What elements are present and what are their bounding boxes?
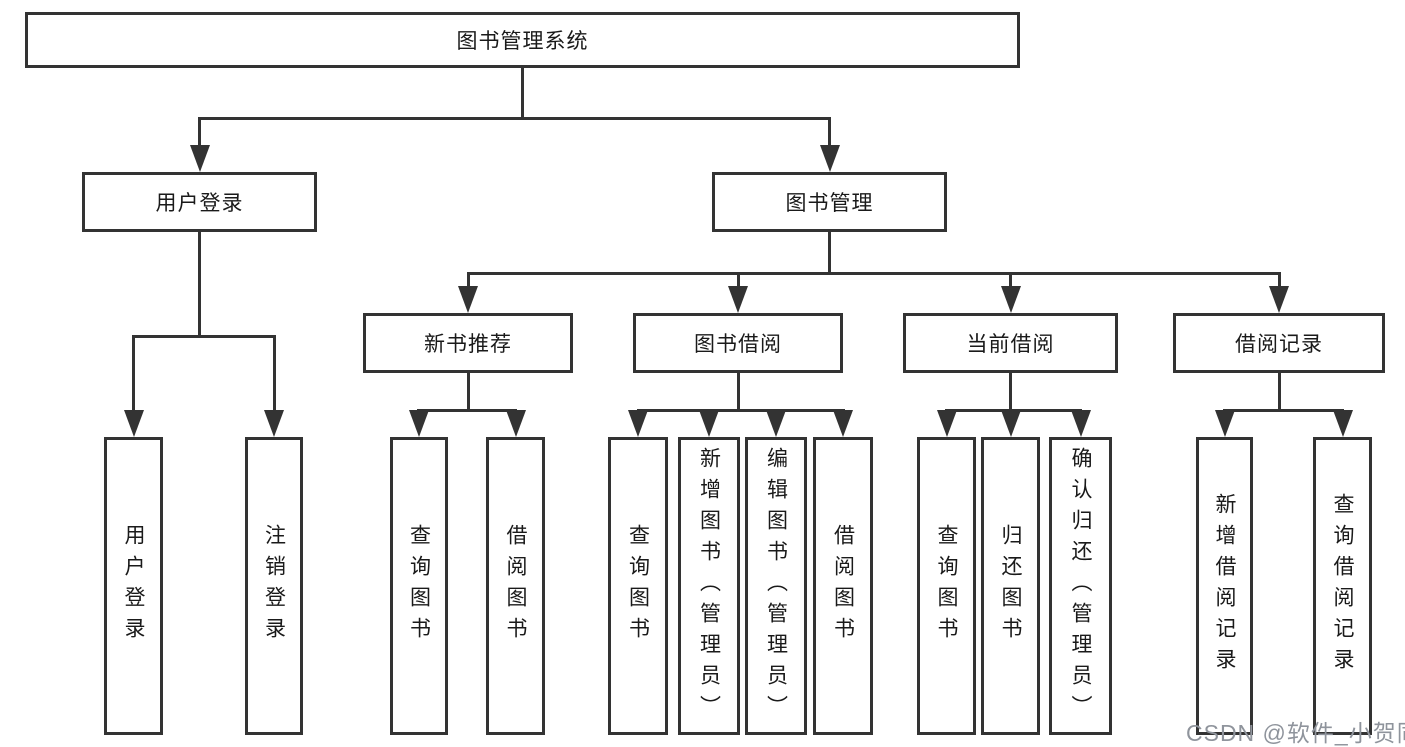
connector-module-drop — [466, 272, 470, 290]
node-system-root-label: 图书管理系统 — [456, 30, 589, 53]
arrow-down-icon — [264, 410, 284, 437]
leaf-edit-book-admin: 编辑图书（管理员） — [745, 437, 807, 735]
node-new-book-recommend: 新书推荐 — [363, 313, 573, 373]
connector-level3-hbar — [466, 272, 1281, 275]
connector-leafbar — [1223, 409, 1344, 412]
leaf-query-books-recommend-label: 查询图书 — [407, 524, 431, 648]
node-new-book-recommend-label: 新书推荐 — [424, 333, 512, 356]
arrow-down-icon — [1332, 410, 1353, 437]
leaf-return-book: 归还图书 — [981, 437, 1040, 735]
arrow-down-icon — [123, 410, 144, 437]
leaf-borrow-books-recommend: 借阅图书 — [486, 437, 545, 735]
connector-module-drop — [1009, 272, 1012, 290]
arrow-down-icon — [766, 410, 786, 437]
connector-module-drop — [1277, 272, 1281, 290]
connector-module-drop — [736, 272, 740, 290]
arrow-down-icon — [505, 410, 526, 437]
node-user-login: 用户登录 — [82, 172, 317, 232]
arrow-down-icon — [628, 410, 648, 437]
leaf-query-books-borrowing-label: 查询图书 — [626, 524, 650, 648]
arrow-down-icon — [936, 410, 957, 437]
arrow-down-icon — [409, 410, 429, 437]
leaf-user-login: 用户登录 — [104, 437, 163, 735]
leaf-logout: 注销登录 — [245, 437, 303, 735]
arrow-down-icon — [1070, 410, 1091, 437]
arrow-down-icon — [819, 145, 840, 172]
connector-module-stem — [466, 371, 470, 412]
leaf-query-books-current: 查询图书 — [917, 437, 976, 735]
connector-module-stem — [1009, 371, 1012, 412]
node-user-login-label: 用户登录 — [155, 192, 244, 215]
leaf-logout-label: 注销登录 — [262, 524, 286, 648]
arrow-down-icon — [1214, 410, 1235, 437]
connector-bookmgmt-stem — [828, 230, 831, 274]
connector-module-stem — [1277, 371, 1281, 412]
connector-module-stem — [736, 371, 740, 412]
connector-leafbar — [636, 409, 845, 412]
arrow-down-icon — [458, 286, 478, 313]
connector-root-stem — [521, 66, 524, 120]
leaf-query-borrow-record-label: 查询借阅记录 — [1331, 493, 1354, 679]
connector-leafbar — [417, 409, 517, 412]
connector-userlogin-drop — [198, 117, 201, 148]
arrow-down-icon — [728, 286, 748, 313]
node-borrowing-records: 借阅记录 — [1173, 313, 1385, 373]
connector-userlogin-stem — [198, 230, 201, 337]
node-book-management-label: 图书管理 — [785, 192, 874, 215]
leaf-borrow-books-borrowing-label: 借阅图书 — [831, 524, 855, 648]
leaf-borrow-books-borrowing: 借阅图书 — [813, 437, 873, 735]
leaf-borrow-books-recommend-label: 借阅图书 — [504, 524, 527, 648]
arrow-down-icon — [1000, 286, 1021, 313]
node-borrowing-records-label: 借阅记录 — [1235, 333, 1323, 356]
node-book-borrowing-label: 图书借阅 — [694, 333, 782, 356]
leaf-edit-book-admin-label: 编辑图书（管理员） — [764, 446, 788, 726]
connector-bookmgmt-drop — [828, 117, 831, 148]
leaf-add-borrow-record-label: 新增借阅记录 — [1213, 493, 1236, 679]
leaf-confirm-return-admin-label: 确认归还（管理员） — [1069, 446, 1092, 726]
leaf-add-book-admin: 新增图书（管理员） — [678, 437, 740, 735]
leaf-add-borrow-record: 新增借阅记录 — [1196, 437, 1253, 735]
node-book-management: 图书管理 — [712, 172, 947, 232]
arrow-down-icon — [833, 410, 853, 437]
connector-leaf-drop — [272, 335, 276, 413]
connector-leaf-drop — [132, 335, 135, 413]
leaf-user-login-label: 用户登录 — [122, 524, 145, 648]
arrow-down-icon — [1269, 286, 1289, 313]
connector-userlogin-hbar — [132, 335, 275, 338]
node-current-borrowing: 当前借阅 — [903, 313, 1118, 373]
node-book-borrowing: 图书借阅 — [633, 313, 843, 373]
leaf-query-books-borrowing: 查询图书 — [608, 437, 668, 735]
arrow-down-icon — [189, 145, 210, 172]
leaf-confirm-return-admin: 确认归还（管理员） — [1049, 437, 1112, 735]
leaf-return-book-label: 归还图书 — [999, 524, 1022, 648]
connector-level1-hbar — [198, 117, 831, 120]
leaf-query-books-current-label: 查询图书 — [935, 524, 958, 648]
leaf-query-borrow-record: 查询借阅记录 — [1313, 437, 1372, 735]
arrow-down-icon — [698, 410, 719, 437]
leaf-add-book-admin-label: 新增图书（管理员） — [697, 446, 721, 726]
arrow-down-icon — [1000, 410, 1021, 437]
leaf-query-books-recommend: 查询图书 — [390, 437, 448, 735]
csdn-watermark: CSDN @软件_小贺同学 — [1186, 720, 1405, 746]
node-current-borrowing-label: 当前借阅 — [966, 333, 1055, 356]
node-system-root: 图书管理系统 — [25, 12, 1020, 68]
